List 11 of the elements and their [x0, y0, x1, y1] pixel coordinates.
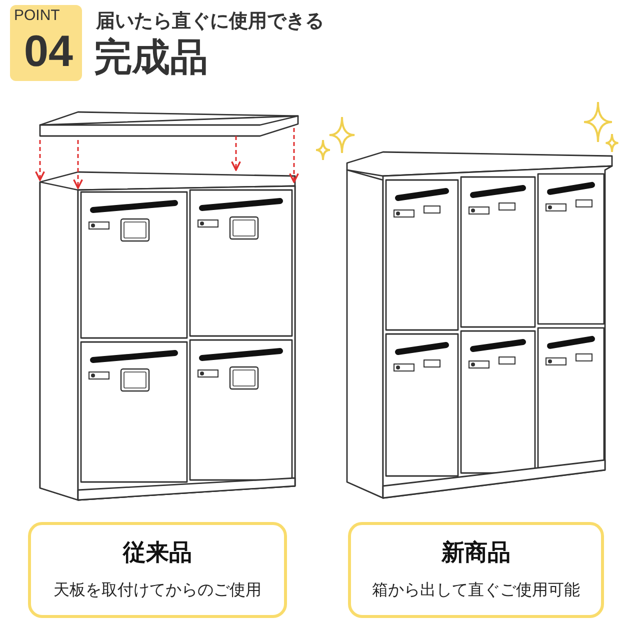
point-badge [10, 5, 82, 81]
subheading: 届いたら直ぐに使用できる [96, 9, 324, 34]
card-description: 箱から出して直ぐご使用可能 [372, 580, 580, 601]
card-heading: 従来品 [123, 539, 192, 568]
caption-card [348, 522, 604, 618]
heading: 完成品 [94, 34, 208, 80]
card-description: 天板を取付けてからのご使用 [54, 580, 262, 601]
card-heading: 新商品 [442, 539, 510, 568]
point-number: 04 [24, 27, 73, 77]
badge-label: POINT [14, 7, 60, 24]
caption-card [28, 522, 287, 618]
